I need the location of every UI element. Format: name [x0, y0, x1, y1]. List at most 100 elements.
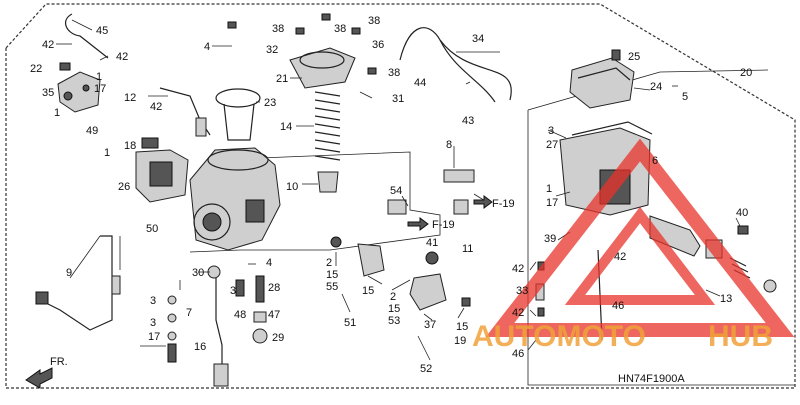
- label-45: 45: [96, 25, 108, 37]
- label-46: 46: [512, 348, 524, 360]
- label-22: 22: [30, 63, 42, 75]
- vacuum-piston-23: [215, 88, 261, 141]
- screw-22: [59, 62, 71, 71]
- label-47: 47: [268, 309, 280, 321]
- small-parts-column: [167, 295, 177, 363]
- label-15: 15: [388, 303, 400, 315]
- label-15: 15: [456, 321, 468, 333]
- label-1: 1: [96, 71, 102, 83]
- callout-labels: 42 45 42 22 1 17 35 1 49 1 12 42 18 26 4…: [30, 15, 752, 385]
- label-10: 10: [286, 181, 298, 193]
- label-11: 11: [462, 243, 473, 255]
- screw-25: [611, 49, 621, 61]
- carburetor-body: [189, 147, 281, 251]
- label-23: 23: [264, 97, 276, 109]
- label-6: 6: [652, 155, 658, 167]
- label-52: 52: [420, 363, 432, 375]
- label-27: 27: [546, 139, 558, 151]
- label-54: 54: [390, 185, 402, 197]
- label-46: 46: [612, 300, 624, 312]
- label-24: 24: [650, 81, 662, 93]
- label-30: 30: [192, 267, 204, 279]
- sensor-cable-16: [213, 275, 229, 387]
- top-cover-26: [135, 149, 189, 203]
- label-17: 17: [546, 197, 558, 209]
- watermark-logo: [485, 138, 795, 337]
- diaphragm-cover-21: [289, 47, 356, 89]
- fitting-8: [443, 169, 475, 183]
- label-41: 41: [426, 237, 438, 249]
- screws-28-47-29: [207, 265, 268, 344]
- f19-arrow-right: [473, 195, 493, 209]
- label-42: 42: [614, 251, 626, 263]
- label-4: 4: [204, 41, 210, 53]
- label-51: 51: [344, 317, 356, 329]
- label-25: 25: [628, 51, 640, 63]
- label-28: 28: [268, 282, 280, 294]
- label-18: 18: [124, 140, 136, 152]
- label-43: 43: [462, 115, 474, 127]
- label-32: 32: [266, 44, 278, 56]
- assembly-outline: [189, 151, 441, 253]
- label-44: 44: [414, 77, 426, 89]
- label-2: 2: [326, 257, 332, 269]
- label-42: 42: [512, 263, 524, 275]
- f19-ref-right: F-19: [492, 198, 515, 210]
- front-ref: FR.: [50, 356, 68, 368]
- label-53: 53: [388, 315, 400, 327]
- label-8: 8: [446, 139, 452, 151]
- label-48: 48: [234, 309, 246, 321]
- label-7: 7: [186, 307, 192, 319]
- label-4: 4: [266, 257, 272, 269]
- label-37: 37: [424, 319, 436, 331]
- label-55: 55: [326, 281, 338, 293]
- label-42: 42: [116, 51, 128, 63]
- float-chamber-frame: [527, 69, 795, 386]
- piston-valve-10: [317, 171, 339, 193]
- label-19: 19: [454, 335, 466, 347]
- label-49: 49: [86, 125, 98, 137]
- label-50: 50: [146, 223, 158, 235]
- choke-lever-18: [141, 137, 159, 149]
- f19-ref-left: F-19: [432, 219, 455, 231]
- watermark-word-hub: HUB: [708, 320, 773, 353]
- fitting-54: [387, 199, 407, 215]
- label-15: 15: [362, 285, 374, 297]
- label-35: 35: [42, 87, 54, 99]
- label-34: 34: [472, 33, 484, 45]
- f19-arrow-left: [407, 217, 429, 231]
- label-16: 16: [194, 341, 206, 353]
- label-1: 1: [546, 183, 552, 195]
- throttle-drum-15: [330, 236, 385, 277]
- label-5: 5: [682, 91, 688, 103]
- label-12: 12: [124, 92, 136, 104]
- label-42: 42: [150, 101, 162, 113]
- label-2: 2: [390, 291, 396, 303]
- label-40: 40: [736, 207, 748, 219]
- label-3: 3: [548, 125, 554, 137]
- throttle-lever-37: [409, 251, 447, 311]
- label-38: 38: [334, 23, 346, 35]
- front-arrow-icon: [25, 367, 53, 389]
- vent-tube-45: [64, 13, 109, 59]
- label-38: 38: [368, 15, 380, 27]
- label-3: 3: [230, 285, 236, 297]
- label-1: 1: [104, 147, 110, 159]
- label-15: 15: [326, 269, 338, 281]
- watermark-word-auto: AUTOMOTO: [472, 320, 646, 353]
- label-9: 9: [66, 267, 72, 279]
- label-3: 3: [150, 295, 156, 307]
- label-14: 14: [280, 121, 292, 133]
- watermark-text: AUTOMOTO HUB: [472, 320, 773, 353]
- accelerator-pump-cover: [57, 71, 101, 113]
- label-39: 39: [544, 233, 556, 245]
- spring-14: [314, 91, 341, 161]
- label-38: 38: [272, 23, 284, 35]
- label-26: 26: [118, 181, 130, 193]
- screws-38: [227, 13, 377, 75]
- label-3: 3: [150, 317, 156, 329]
- label-38: 38: [388, 67, 400, 79]
- jet-needle-12: [159, 87, 211, 137]
- label-17: 17: [148, 331, 160, 343]
